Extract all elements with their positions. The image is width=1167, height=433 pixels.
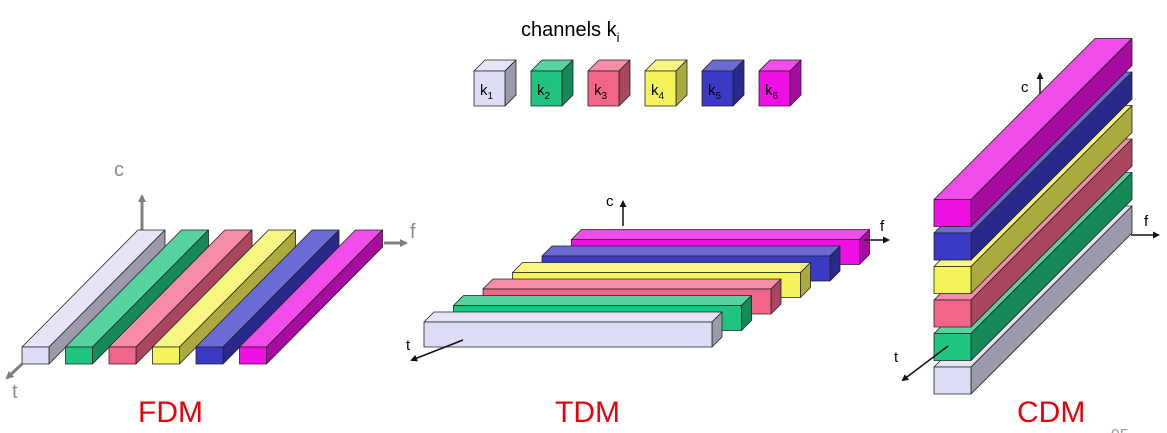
legend-cube-2-front bbox=[530, 70, 563, 107]
fdm-bar-2-front bbox=[65, 346, 93, 365]
tdm-bars bbox=[423, 229, 870, 348]
legend-title: channels ki bbox=[521, 19, 620, 45]
cdm-bar-6 bbox=[933, 38, 1133, 227]
legend-cube-label-5: k5 bbox=[708, 82, 722, 102]
fdm-bar-4-front bbox=[152, 346, 180, 365]
cdm-bar-3-front bbox=[933, 299, 972, 328]
legend-cube-5 bbox=[701, 59, 745, 107]
fdm-bar-1-front bbox=[21, 346, 50, 365]
fdm-bar-3-front bbox=[108, 346, 137, 365]
legend-cubes: k1 k2 k3 k4 k5 k6 bbox=[473, 59, 802, 107]
tdm-f-axis-label: f bbox=[880, 218, 885, 235]
fdm-bar-6-front bbox=[239, 346, 267, 365]
cdm-f-axis-label: f bbox=[1144, 213, 1149, 230]
cdm-diagram: c f t CDM bbox=[894, 38, 1160, 429]
fdm-t-axis-label: t bbox=[12, 381, 18, 403]
tdm-bar-1-top bbox=[423, 311, 723, 323]
legend-cube-1 bbox=[473, 59, 517, 107]
tdm-bar-1 bbox=[423, 311, 723, 348]
cdm-label: CDM bbox=[1017, 396, 1085, 429]
tdm-bar-3-top bbox=[482, 278, 782, 290]
fdm-bar-4 bbox=[152, 229, 296, 365]
cdm-bar-6-front bbox=[933, 199, 972, 227]
legend-cube-6-front bbox=[758, 70, 791, 107]
tdm-label: TDM bbox=[555, 396, 620, 429]
cdm-t-axis-label: t bbox=[894, 349, 899, 366]
tdm-c-axis-label: c bbox=[606, 193, 614, 210]
legend-cube-4-front bbox=[644, 70, 677, 107]
legend-cube-2 bbox=[530, 59, 574, 107]
cdm-bars bbox=[933, 38, 1133, 395]
tdm-diagram: c f t TDM bbox=[406, 193, 890, 429]
cdm-bar-5-front bbox=[933, 232, 972, 261]
cdm-t-axis bbox=[901, 345, 949, 382]
fdm-f-axis-label: f bbox=[410, 221, 416, 243]
legend-cube-4 bbox=[644, 59, 688, 107]
fdm-label: FDM bbox=[138, 396, 203, 429]
cdm-bar-2-front bbox=[933, 333, 972, 361]
cdm-c-axis-label: c bbox=[1021, 79, 1029, 96]
page-number: 95 bbox=[1111, 427, 1129, 433]
legend-cube-1-front bbox=[473, 70, 506, 107]
cdm-bar-1-front bbox=[933, 366, 972, 395]
legend-cube-3 bbox=[587, 59, 631, 107]
legend-cube-label-6: k6 bbox=[765, 82, 779, 102]
fdm-bar-5-front bbox=[195, 346, 224, 365]
fdm-diagram: c f t FDM bbox=[5, 159, 416, 429]
legend-cube-label-4: k4 bbox=[651, 82, 665, 102]
legend-cube-3-front bbox=[587, 70, 620, 107]
fdm-bar-6 bbox=[239, 229, 383, 365]
fdm-bar-1 bbox=[21, 229, 166, 365]
legend-cube-label-2: k2 bbox=[537, 82, 551, 102]
tdm-bar-1-front bbox=[423, 321, 713, 348]
tdm-bar-6-top bbox=[571, 229, 870, 240]
legend-cube-5-front bbox=[701, 70, 734, 107]
tdm-bar-4-top bbox=[512, 262, 811, 273]
tdm-t-axis-label: t bbox=[406, 337, 411, 354]
fdm-bars bbox=[21, 229, 383, 365]
cdm-bar-4-front bbox=[933, 266, 972, 294]
tdm-bar-2-top bbox=[453, 295, 752, 306]
legend-cube-label-3: k3 bbox=[594, 82, 608, 102]
legend-cube-6 bbox=[758, 59, 802, 107]
channel-legend: channels ki k1 k2 k3 k4 k5 k6 bbox=[473, 19, 802, 107]
tdm-t-axis bbox=[410, 339, 464, 362]
legend-cube-label-1: k1 bbox=[480, 82, 494, 102]
fdm-c-axis-label: c bbox=[114, 159, 124, 181]
tdm-bar-5-top bbox=[541, 245, 841, 257]
fdm-t-axis bbox=[5, 362, 24, 380]
fdm-bar-3 bbox=[108, 229, 253, 365]
